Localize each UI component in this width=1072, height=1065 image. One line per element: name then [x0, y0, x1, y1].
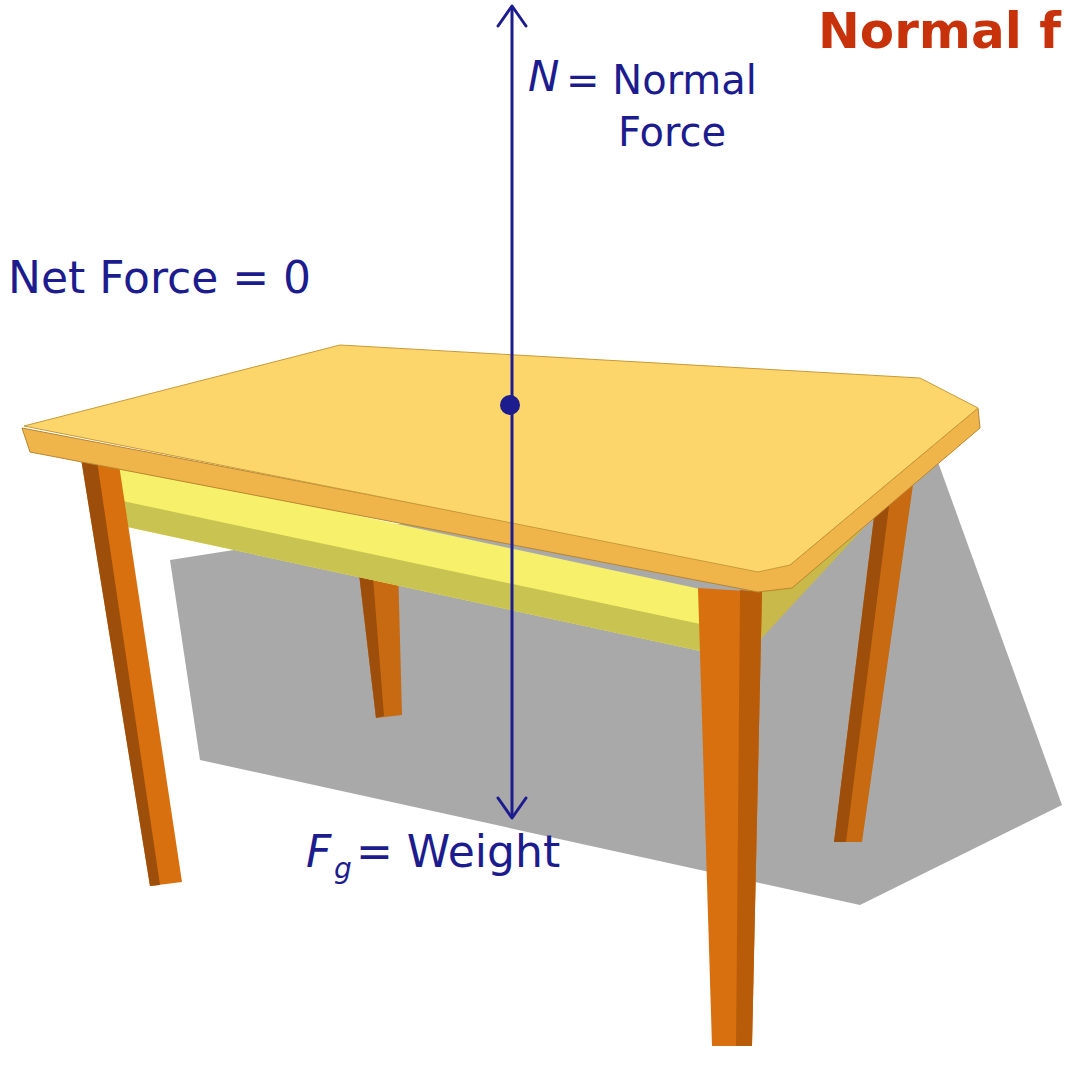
center-point — [500, 395, 520, 415]
weight-arrowhead — [498, 798, 526, 818]
front-left-leg-side — [80, 452, 160, 886]
back-left-leg-side — [358, 565, 384, 718]
front-right-leg-side — [736, 590, 762, 1046]
force-name: = Normal Force — [566, 54, 848, 158]
back-left-leg — [358, 565, 402, 718]
title-text: Normal f — [818, 2, 1061, 60]
front-right-leg — [698, 588, 762, 1046]
force-symbol: N — [528, 52, 559, 101]
subscript: g — [334, 852, 352, 885]
net-force-text: Net Force = 0 — [8, 252, 311, 303]
front-left-leg — [80, 452, 182, 886]
force-symbol: F — [306, 826, 331, 877]
force-name: = Weight — [356, 826, 560, 877]
table-top — [24, 345, 978, 572]
normal-force-arrowhead — [498, 6, 526, 26]
